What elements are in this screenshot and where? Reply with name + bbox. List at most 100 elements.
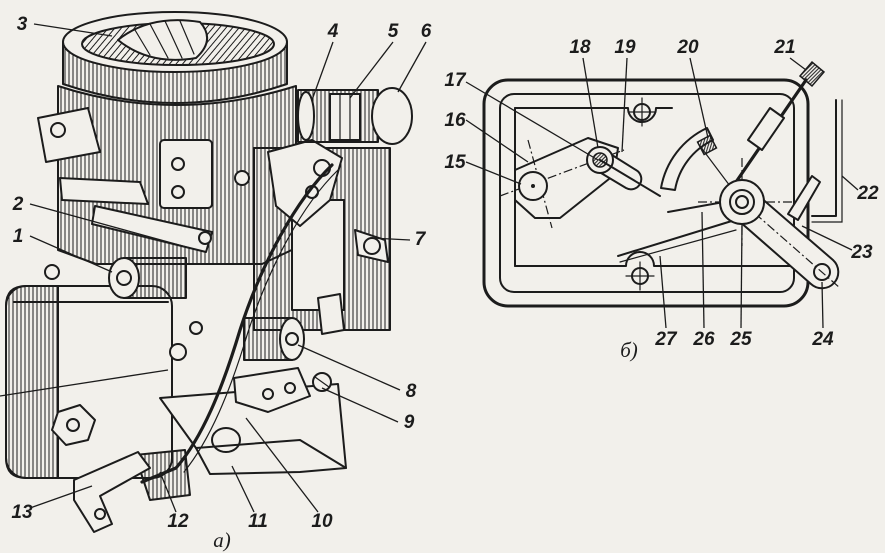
figure-b-caption: б) <box>620 338 638 362</box>
drain-bolt-center <box>66 418 80 432</box>
lever-13 <box>73 451 151 533</box>
limiter-view: 15 16 17 18 19 20 21 22 23 24 25 26 27 б… <box>444 37 879 362</box>
leader-22 <box>841 175 859 191</box>
leader-21 <box>789 57 807 71</box>
callout-9: 9 <box>404 412 415 433</box>
lever-16-centerline-b <box>527 139 553 229</box>
lever-13-hole <box>94 508 106 520</box>
leader-6 <box>397 41 427 93</box>
fuel-inlet-nut-edges <box>339 93 351 141</box>
air-damper <box>117 19 208 61</box>
fitting-8-end <box>279 317 305 361</box>
callout-25: 25 <box>729 329 752 350</box>
callout-6: 6 <box>421 21 432 42</box>
carburetor-view: 1 2 3 4 5 6 7 8 9 10 11 12 13 а) <box>0 11 432 552</box>
leader-23 <box>801 225 853 251</box>
leader-13 <box>29 485 93 509</box>
fuel-inlet-cap <box>371 87 413 145</box>
stop-screw-7-nut <box>363 237 381 255</box>
callout-18: 18 <box>569 37 591 58</box>
callout-10: 10 <box>311 511 333 532</box>
drain-bolt <box>51 404 96 446</box>
callout-24: 24 <box>811 329 834 350</box>
callout-16: 16 <box>444 110 466 131</box>
callout-5: 5 <box>388 21 399 42</box>
pipe-22-inner <box>811 99 843 223</box>
callout-19: 19 <box>614 37 636 58</box>
figure-b-leaders <box>465 57 859 329</box>
leader-3 <box>33 23 113 37</box>
float-chamber-screw-right <box>169 343 187 361</box>
figure-b-callouts: 15 16 17 18 19 20 21 22 23 24 25 26 27 б… <box>444 37 879 362</box>
leader-12 <box>159 471 177 513</box>
callout-22: 22 <box>856 183 879 204</box>
body-bracket-plate <box>159 139 213 209</box>
bracket-screw-lower <box>171 185 185 199</box>
callout-23: 23 <box>850 242 873 263</box>
leader-10 <box>245 417 319 513</box>
leader-16 <box>465 119 529 163</box>
screw-9-slot <box>314 376 330 388</box>
body-ear-screw <box>50 122 66 138</box>
pivot-25-hub <box>729 189 755 215</box>
mount-hole-bottom-axis <box>625 261 655 291</box>
pivot-15-center <box>531 184 535 188</box>
leader-15 <box>465 161 522 185</box>
leader-8 <box>297 344 401 391</box>
callout-26: 26 <box>692 329 715 350</box>
bracket-9-hole-a <box>262 388 274 400</box>
housing-inner <box>499 93 795 293</box>
leader-11 <box>231 465 255 513</box>
spring-27-edge <box>619 229 737 263</box>
callout-12: 12 <box>167 511 189 532</box>
callout-13: 13 <box>11 502 33 523</box>
callout-2: 2 <box>12 194 24 215</box>
throttle-rod-shadow <box>183 169 339 473</box>
body-rib <box>59 177 149 205</box>
leader-24 <box>821 281 824 329</box>
callout-7: 7 <box>415 229 427 250</box>
leader-2 <box>29 203 191 249</box>
callout-4: 4 <box>327 21 339 42</box>
leader-4 <box>311 41 334 101</box>
strut-screw <box>198 231 212 245</box>
callout-11: 11 <box>248 511 268 532</box>
callout-8: 8 <box>406 381 417 402</box>
callout-20: 20 <box>676 37 699 58</box>
callout-27: 27 <box>654 329 678 350</box>
flange-hole <box>211 427 241 453</box>
callout-1: 1 <box>13 226 24 247</box>
side-clip <box>317 293 345 335</box>
leader-27 <box>659 255 667 329</box>
callout-3: 3 <box>17 14 28 35</box>
callout-21: 21 <box>773 37 795 58</box>
fuel-inlet-collar <box>297 91 315 141</box>
rod-21-sleeve <box>747 107 785 151</box>
leader-26 <box>701 211 705 329</box>
leader-20 <box>689 57 709 139</box>
pipe-22 <box>811 99 837 217</box>
leader-unlabeled <box>0 369 169 397</box>
fitting-8-bore <box>285 332 299 346</box>
housing-wall-bottom <box>514 251 791 267</box>
flange-edge <box>195 439 347 469</box>
fuel-inlet-nut <box>329 93 361 141</box>
body-strut <box>91 205 213 253</box>
float-chamber-screw-upper <box>189 321 203 335</box>
bracket-screw-upper <box>171 157 185 171</box>
body-screw <box>234 170 250 186</box>
callout-15: 15 <box>444 152 466 173</box>
figure-a-callouts: 1 2 3 4 5 6 7 8 9 10 11 12 13 а) <box>11 14 431 552</box>
leader-25 <box>740 223 743 329</box>
link-17 <box>599 159 661 197</box>
figure-a-leaders <box>0 23 427 513</box>
finger-23 <box>787 175 821 221</box>
air-damper-shading <box>134 20 195 59</box>
spring-27 <box>617 219 736 257</box>
figure-a-caption: а) <box>213 528 231 552</box>
body-ear <box>37 107 101 163</box>
fitting-1-bore <box>116 270 132 286</box>
callout-17: 17 <box>444 70 467 91</box>
rod-21-thread <box>798 60 826 88</box>
leader-19 <box>621 57 628 153</box>
